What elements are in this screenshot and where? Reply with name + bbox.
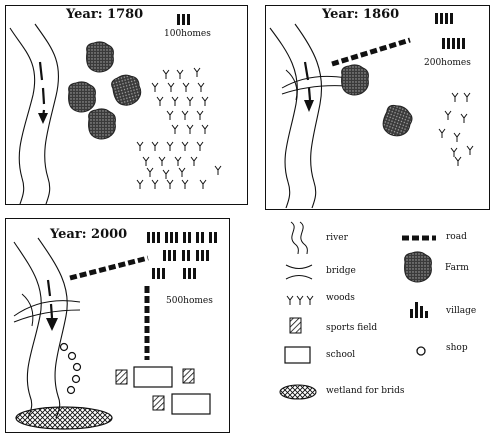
legend-river-icon [290,221,308,255]
legend-road-label: road [446,232,467,242]
homes-1780-label: 100homes [164,29,211,39]
river-2000 [13,237,68,419]
bridge-1860 [281,69,347,101]
legend-village-label: village [446,306,477,316]
legend-school-icon [284,346,311,364]
bridge-2000 [13,293,81,327]
year-1860-label: Year: 1860 [322,7,400,22]
river-1780 [9,23,60,205]
village-2000-icon [147,232,217,279]
homes-2000-label: 500homes [166,296,213,306]
river-1860 [269,23,323,209]
shops-2000 [59,342,82,395]
farms-1780 [68,41,145,140]
legend-village-icon [410,302,428,318]
legend-sports-field-icon [289,317,302,334]
legend-bridge-icon [285,264,313,280]
sports-fields-2000 [115,368,195,411]
legend-bridge-label: bridge [326,266,356,276]
legend-wetland-label: wetland for brids [326,386,405,396]
year-1780-label: Year: 1780 [66,7,144,22]
road-1860 [331,37,411,67]
legend-school-label: school [326,350,356,360]
legend-wetland-icon [279,384,317,400]
legend-shop-label: shop [446,343,468,353]
village-1780-icon [177,14,190,25]
legend-shop-icon [416,346,426,356]
legend-river-label: river [326,233,348,243]
legend-farm-label: Farm [445,263,469,273]
legend-woods-icon [286,295,314,306]
woods-1860 [438,92,474,167]
homes-1860-label: 200homes [424,58,471,68]
legend-woods-label: woods [326,293,355,303]
wetland-2000 [15,406,113,430]
legend-farm-icon [404,251,432,283]
legend-sports-field-label: sports field [326,323,378,333]
road-2000 [69,255,150,360]
woods-1780 [136,67,222,190]
farms-1860 [341,64,416,141]
year-2000-label: Year: 2000 [50,227,128,242]
schools-2000 [133,366,211,415]
village-1860-icon [435,13,465,49]
